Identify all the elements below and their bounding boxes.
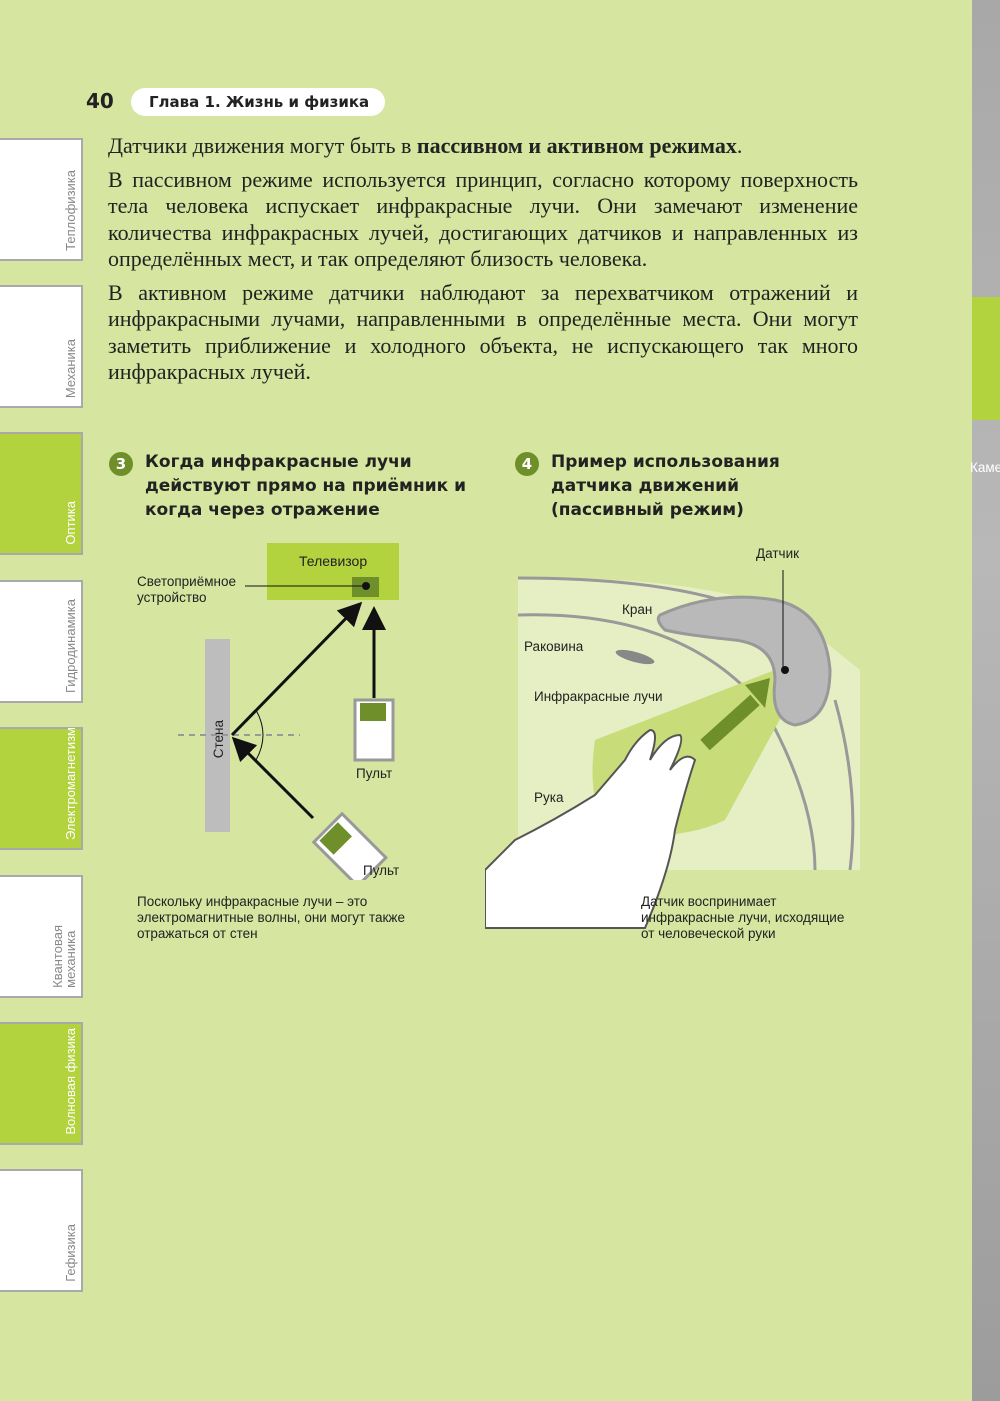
- receiver-label: Светоприёмное устройство: [137, 574, 236, 605]
- tv-box: [267, 543, 399, 600]
- hand-label: Рука: [534, 790, 564, 805]
- figure-number: 4: [515, 452, 539, 476]
- side-tab-quantum[interactable]: Квантовая механика: [0, 875, 83, 998]
- side-tab-mechanics[interactable]: Механика: [0, 285, 83, 408]
- angle-arc: [255, 709, 264, 761]
- page-number: 40: [86, 89, 114, 113]
- remote-tilted: [311, 811, 389, 880]
- tab-label: Гефизика: [63, 1224, 78, 1282]
- figure-title: Когда инфракрасные лучи действуют прямо …: [145, 452, 466, 520]
- tab-label: Теплофизика: [63, 170, 78, 251]
- sensor-label: Датчик: [756, 546, 800, 561]
- tab-label: Квантовая механика: [50, 925, 78, 988]
- ir-arrow: [700, 694, 760, 751]
- wall-label: Стена: [211, 720, 226, 759]
- emphasis: пассивном и активном режимах: [416, 133, 737, 158]
- text: .: [736, 133, 743, 158]
- rays-label: Инфракрасные лучи: [534, 689, 663, 704]
- figure-caption: Поскольку инфракрасные лучи – это электр…: [137, 894, 405, 941]
- sensor-dot: [781, 666, 789, 674]
- remote-label: Пульт: [356, 766, 393, 781]
- tab-label: Механика: [63, 338, 78, 398]
- reflected-ray: [230, 601, 363, 737]
- faucet-sensor-illustration: [485, 570, 860, 929]
- remote-label: Пульт: [363, 863, 400, 878]
- figure-title: Пример использования датчика движений (п…: [551, 452, 780, 520]
- figure-number: 3: [109, 452, 133, 476]
- next-page-label: Каме: [970, 460, 1000, 475]
- next-page-tab: [972, 297, 1000, 420]
- ir-arrow-head: [745, 678, 770, 708]
- side-tab-electromagnetism[interactable]: Электромагнетизм: [0, 727, 83, 850]
- tab-label: Оптика: [63, 501, 78, 545]
- tab-label: Электромагнетизм: [63, 727, 78, 840]
- faucet: [656, 595, 832, 727]
- tab-label: Гидродинамика: [63, 599, 78, 693]
- drain: [615, 649, 655, 665]
- tv-label: Телевизор: [299, 553, 368, 569]
- side-tab-optics[interactable]: Оптика: [0, 432, 83, 555]
- body-text: Датчики движения могут быть в пассивном …: [108, 133, 858, 393]
- paragraph-active: В активном режиме датчики наблюдают за п…: [108, 279, 858, 385]
- paragraph-intro: Датчики движения могут быть в пассивном …: [108, 133, 858, 160]
- faucet-label: Кран: [622, 602, 653, 617]
- side-tab-hydrodynamics[interactable]: Гидродинамика: [0, 580, 83, 703]
- incident-ray: [231, 736, 315, 820]
- next-page-edge: [972, 0, 1000, 1401]
- figure-caption: Датчик воспринимает инфракрасные лучи, и…: [641, 894, 845, 941]
- hand: [485, 728, 697, 929]
- side-tab-thermophysics[interactable]: Теплофизика: [0, 138, 83, 261]
- reflection-diagram: [178, 543, 399, 880]
- tab-label: Волновая физика: [63, 1028, 78, 1135]
- chapter-badge: Глава 1. Жизнь и физика: [131, 88, 386, 116]
- sink-label: Раковина: [524, 639, 584, 654]
- side-tab-geophysics[interactable]: Гефизика: [0, 1169, 83, 1292]
- text: Датчики движения могут быть в: [108, 133, 417, 158]
- side-tab-waves[interactable]: Волновая физика: [0, 1022, 83, 1145]
- paragraph-passive: В пассивном режиме используется принцип,…: [108, 166, 858, 272]
